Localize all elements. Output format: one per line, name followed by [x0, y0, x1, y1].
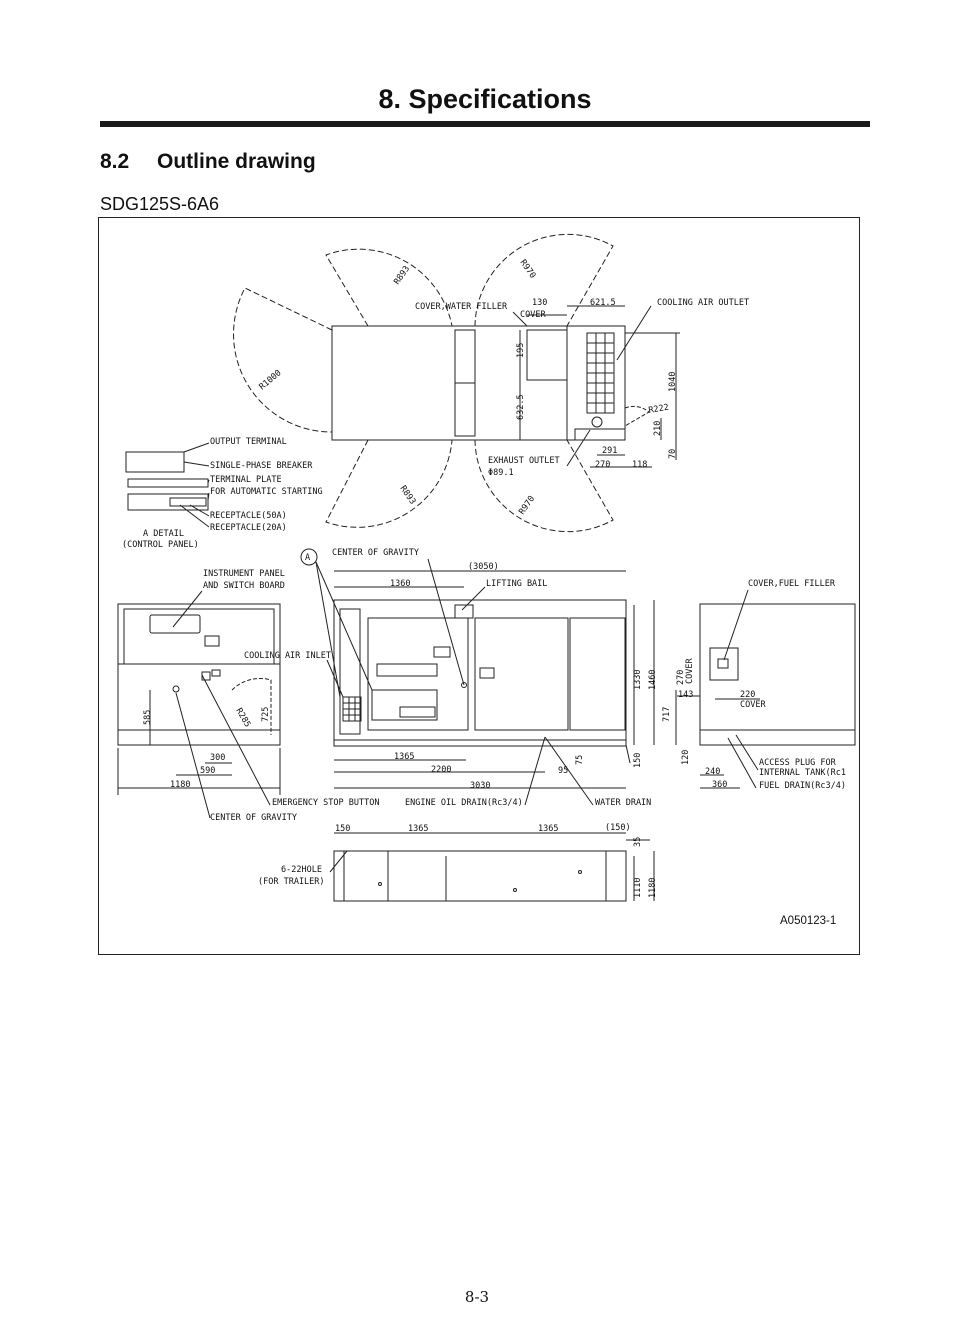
label-cover-220: COVER — [740, 700, 766, 710]
dim-3050: (3050) — [468, 562, 499, 572]
dim-1180: 1180 — [170, 780, 190, 790]
right-view-body — [699, 603, 856, 746]
dim-150-bottom: 150 — [335, 824, 350, 834]
label-a-detail: A DETAIL — [143, 529, 184, 539]
dim-360: 360 — [712, 780, 727, 790]
dim-300: 300 — [210, 753, 225, 763]
dim-130: 130 — [532, 298, 547, 308]
dim-270: 270 — [595, 460, 610, 470]
dim-70: 70 — [668, 449, 678, 459]
title-rule — [100, 121, 870, 127]
radius-r1000: R1000 — [258, 368, 284, 392]
label-receptacle-50a: RECEPTACLE(50A) — [210, 511, 287, 521]
radius-r970-top: R970 — [518, 258, 538, 281]
dim-3030: 3030 — [470, 781, 490, 791]
label-receptacle-20a: RECEPTACLE(20A) — [210, 523, 287, 533]
dim-590: 590 — [200, 766, 215, 776]
dim-632-5: 632.5 — [516, 394, 526, 420]
dim-1110: 1110 — [633, 878, 643, 898]
dim-291: 291 — [602, 446, 617, 456]
dim-270-cover: 270 — [676, 670, 686, 685]
label-access-plug-1: ACCESS PLUG FOR — [759, 758, 837, 768]
model-name: SDG125S-6A6 — [100, 194, 220, 214]
dim-1365: 1365 — [394, 752, 414, 762]
dim-621-5: 621.5 — [590, 298, 616, 308]
label-single-phase-breaker: SINGLE-PHASE BREAKER — [210, 461, 313, 471]
label-cover: COVER — [520, 310, 546, 320]
dim-120: 120 — [681, 750, 691, 765]
dim-240: 240 — [705, 767, 720, 777]
label-access-plug-2: INTERNAL TANK(Rc1 — [759, 768, 846, 778]
label-cover-fuel-filler: COVER,FUEL FILLER — [748, 579, 836, 589]
dim-220: 220 — [740, 690, 755, 700]
label-cover-water-filler: COVER,WATER FILLER — [415, 302, 508, 312]
dim-75: 75 — [575, 755, 585, 765]
dim-725: 725 — [261, 707, 271, 722]
dim-1365-bottom-b: 1365 — [538, 824, 558, 834]
label-cooling-air-outlet: COOLING AIR OUTLET — [657, 298, 749, 308]
radius-r970-bottom: R970 — [517, 494, 537, 517]
label-emergency-stop: EMERGENCY STOP BUTTON — [272, 798, 379, 808]
dim-585: 585 — [143, 710, 153, 725]
radius-r222: R222 — [648, 403, 670, 416]
dim-35: 35 — [633, 837, 643, 847]
label-terminal-plate-1: TERMINAL PLATE — [210, 475, 282, 485]
section-number: 8.2 — [100, 150, 130, 173]
dim-195: 195 — [516, 343, 526, 358]
label-exhaust-outlet: EXHAUST OUTLET — [488, 456, 560, 466]
dim-1040: 1040 — [668, 372, 678, 392]
section-title: Outline drawing — [157, 150, 316, 173]
label-cover-right: COVER — [685, 658, 695, 684]
section-heading: 8.2 Outline drawing — [100, 150, 316, 174]
label-lifting-bail: LIFTING BAIL — [486, 579, 547, 589]
dim-1365-bottom-a: 1365 — [408, 824, 428, 834]
label-phi: Φ89.1 — [488, 468, 514, 478]
dim-118: 118 — [632, 460, 647, 470]
dim-150: 150 — [633, 753, 643, 768]
top-view-body — [331, 325, 626, 441]
dim-1330: 1330 — [633, 670, 643, 690]
dim-1180-bottom: 1180 — [648, 878, 658, 898]
radius-r285: R285 — [233, 707, 252, 730]
dim-717: 717 — [662, 707, 672, 722]
label-terminal-plate-2: FOR AUTOMATIC STARTING — [210, 487, 323, 497]
dim-143: 143 — [678, 690, 693, 700]
top-view-cover — [526, 329, 568, 381]
drawing-number: A050123-1 — [780, 915, 837, 927]
drawing-frame — [98, 217, 860, 955]
label-engine-oil-drain: ENGINE OIL DRAIN(Rc3/4) — [405, 798, 523, 808]
radius-r893-bottom: R893 — [398, 484, 418, 507]
label-output-terminal: OUTPUT TERMINAL — [210, 437, 287, 447]
output-terminal-block — [125, 451, 185, 473]
dim-2200: 2200 — [431, 765, 451, 775]
label-instrument-panel-1: INSTRUMENT PANEL — [203, 569, 285, 579]
label-instrument-panel-2: AND SWITCH BOARD — [203, 581, 285, 591]
dim-1360: 1360 — [390, 579, 410, 589]
dim-150-paren: (150) — [605, 823, 631, 833]
label-hole-2: (FOR TRAILER) — [258, 877, 325, 887]
label-hole-1: 6-22HOLE — [281, 865, 322, 875]
page-number: 8-3 — [464, 1288, 490, 1306]
label-control-panel: (CONTROL PANEL) — [122, 540, 199, 550]
label-cooling-air-inlet: COOLING AIR INLET — [244, 651, 331, 661]
bottom-view-body — [333, 850, 627, 902]
label-fuel-drain: FUEL DRAIN(Rc3/4) — [759, 781, 846, 791]
radius-r893-top: R893 — [392, 264, 412, 287]
dim-95: 95 — [558, 766, 568, 776]
label-center-of-gravity-front: CENTER OF GRAVITY — [332, 548, 419, 558]
dim-1460: 1460 — [648, 670, 658, 690]
label-center-of-gravity-side: CENTER OF GRAVITY — [210, 813, 297, 823]
label-water-drain: WATER DRAIN — [595, 798, 651, 808]
label-marker-a: A — [305, 553, 310, 563]
dim-210: 210 — [653, 421, 663, 436]
chapter-title: 8. Specifications — [378, 84, 592, 114]
